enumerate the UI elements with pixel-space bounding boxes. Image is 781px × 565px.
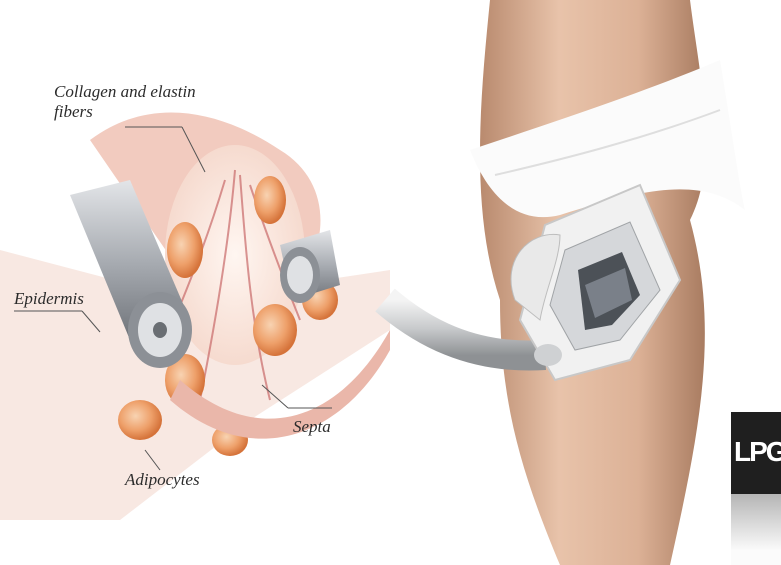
- collagen-label-line1: Collagen and elastin: [54, 82, 196, 102]
- lpg-logo-text: LPG: [734, 436, 781, 468]
- leg-photo: [385, 0, 745, 565]
- septa-label: Septa: [293, 417, 331, 437]
- epidermis-label: Epidermis: [14, 289, 84, 309]
- skin-fold-diagram: [0, 112, 390, 520]
- adipocytes-label: Adipocytes: [125, 470, 200, 490]
- collagen-label-line2: fibers: [54, 102, 196, 122]
- lpg-logo-reflection: [731, 494, 781, 565]
- collagen-label: Collagen and elastin fibers: [54, 82, 196, 122]
